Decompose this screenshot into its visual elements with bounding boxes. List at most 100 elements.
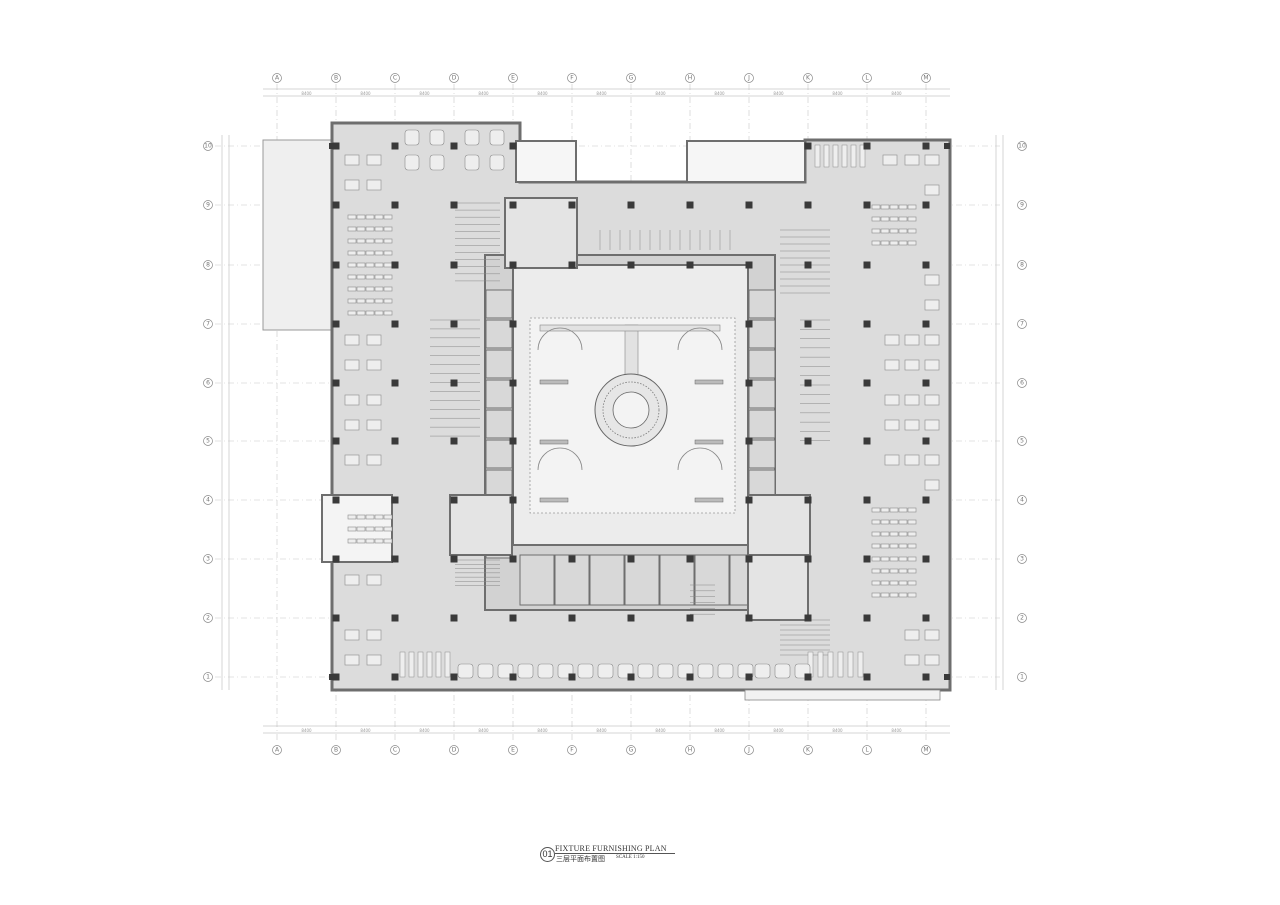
table: [907, 507, 917, 513]
room: [519, 554, 555, 606]
carrel: [417, 651, 424, 678]
table: [889, 556, 899, 562]
table: [889, 580, 899, 586]
table: [924, 454, 940, 466]
grid-bubble-label: 8: [1020, 262, 1024, 269]
table: [907, 216, 917, 222]
column: [509, 496, 517, 504]
room: [485, 349, 513, 379]
table: [924, 654, 940, 666]
carrel: [850, 144, 857, 168]
grid-bubble: [1017, 554, 1027, 564]
study-table: [489, 129, 505, 146]
grid-bubble-label: C: [393, 747, 397, 754]
room: [748, 379, 776, 409]
dimension-label: 8400: [773, 728, 784, 733]
table: [383, 238, 393, 244]
grid-bubble-label: 9: [206, 202, 210, 209]
dimension-label: 8400: [301, 728, 312, 733]
study-table: [697, 663, 714, 679]
column: [745, 201, 753, 209]
grid-bubble: [685, 73, 695, 83]
column: [332, 261, 340, 269]
grid-bubble: [331, 745, 341, 755]
table: [383, 262, 393, 268]
grid-bubble: [203, 200, 213, 210]
drawing-scale: SCALE 1:150: [616, 855, 645, 860]
column: [745, 379, 753, 387]
table: [880, 568, 890, 574]
service-core: [449, 494, 513, 556]
table: [374, 286, 384, 292]
grid-bubble-label: E: [511, 75, 515, 82]
column: [863, 496, 871, 504]
column: [391, 437, 399, 445]
column: [745, 320, 753, 328]
column: [332, 201, 340, 209]
grid-bubble-label: B: [334, 75, 338, 82]
table: [898, 216, 908, 222]
column: [391, 673, 399, 681]
column: [686, 201, 694, 209]
table: [924, 419, 940, 431]
grid-bubble-label: 3: [206, 556, 210, 563]
grid-bubble: [390, 745, 400, 755]
table: [924, 359, 940, 371]
table: [880, 240, 890, 246]
table: [383, 310, 393, 316]
table: [365, 250, 375, 256]
table: [383, 514, 393, 520]
spiral-stair-treads: [602, 381, 660, 439]
study-table: [717, 663, 734, 679]
column: [922, 201, 930, 209]
table: [344, 154, 360, 166]
column: [568, 261, 576, 269]
carrel: [847, 651, 854, 678]
grid-bubble: [921, 745, 931, 755]
table: [871, 592, 881, 598]
column: [804, 320, 812, 328]
table: [871, 543, 881, 549]
column: [509, 142, 517, 150]
table: [383, 298, 393, 304]
grid-bubble: [508, 745, 518, 755]
table: [889, 519, 899, 525]
grid-bubble-label: 3: [1020, 556, 1024, 563]
grid-bubble-label: J: [747, 747, 750, 754]
study-table: [774, 663, 791, 679]
table: [365, 238, 375, 244]
grid-bubbles: AA84008400BB84008400CC84008400DD84008400…: [203, 73, 1027, 755]
room: [694, 554, 730, 606]
table: [347, 214, 357, 220]
table: [871, 568, 881, 574]
dimension-label: 8400: [360, 728, 371, 733]
study-table: [404, 129, 420, 146]
carrel: [817, 651, 824, 678]
column: [509, 379, 517, 387]
column: [863, 320, 871, 328]
table: [383, 250, 393, 256]
table: [383, 286, 393, 292]
table: [880, 531, 890, 537]
column: [450, 320, 458, 328]
table: [365, 310, 375, 316]
column: [332, 320, 340, 328]
grid-bubble-label: M: [923, 75, 928, 82]
column: [745, 261, 753, 269]
grid-bubble: [1017, 200, 1027, 210]
table: [898, 580, 908, 586]
table: [898, 592, 908, 598]
room: [748, 289, 776, 319]
carrel: [399, 651, 406, 678]
table: [898, 531, 908, 537]
table: [924, 184, 940, 196]
table: [871, 531, 881, 537]
table: [898, 519, 908, 525]
grid-bubble: [203, 495, 213, 505]
service-core: [747, 554, 809, 621]
table: [880, 556, 890, 562]
dimension-label: 8400: [537, 728, 548, 733]
room: [485, 469, 513, 499]
grid-bubble: [1017, 141, 1027, 151]
table: [880, 507, 890, 513]
